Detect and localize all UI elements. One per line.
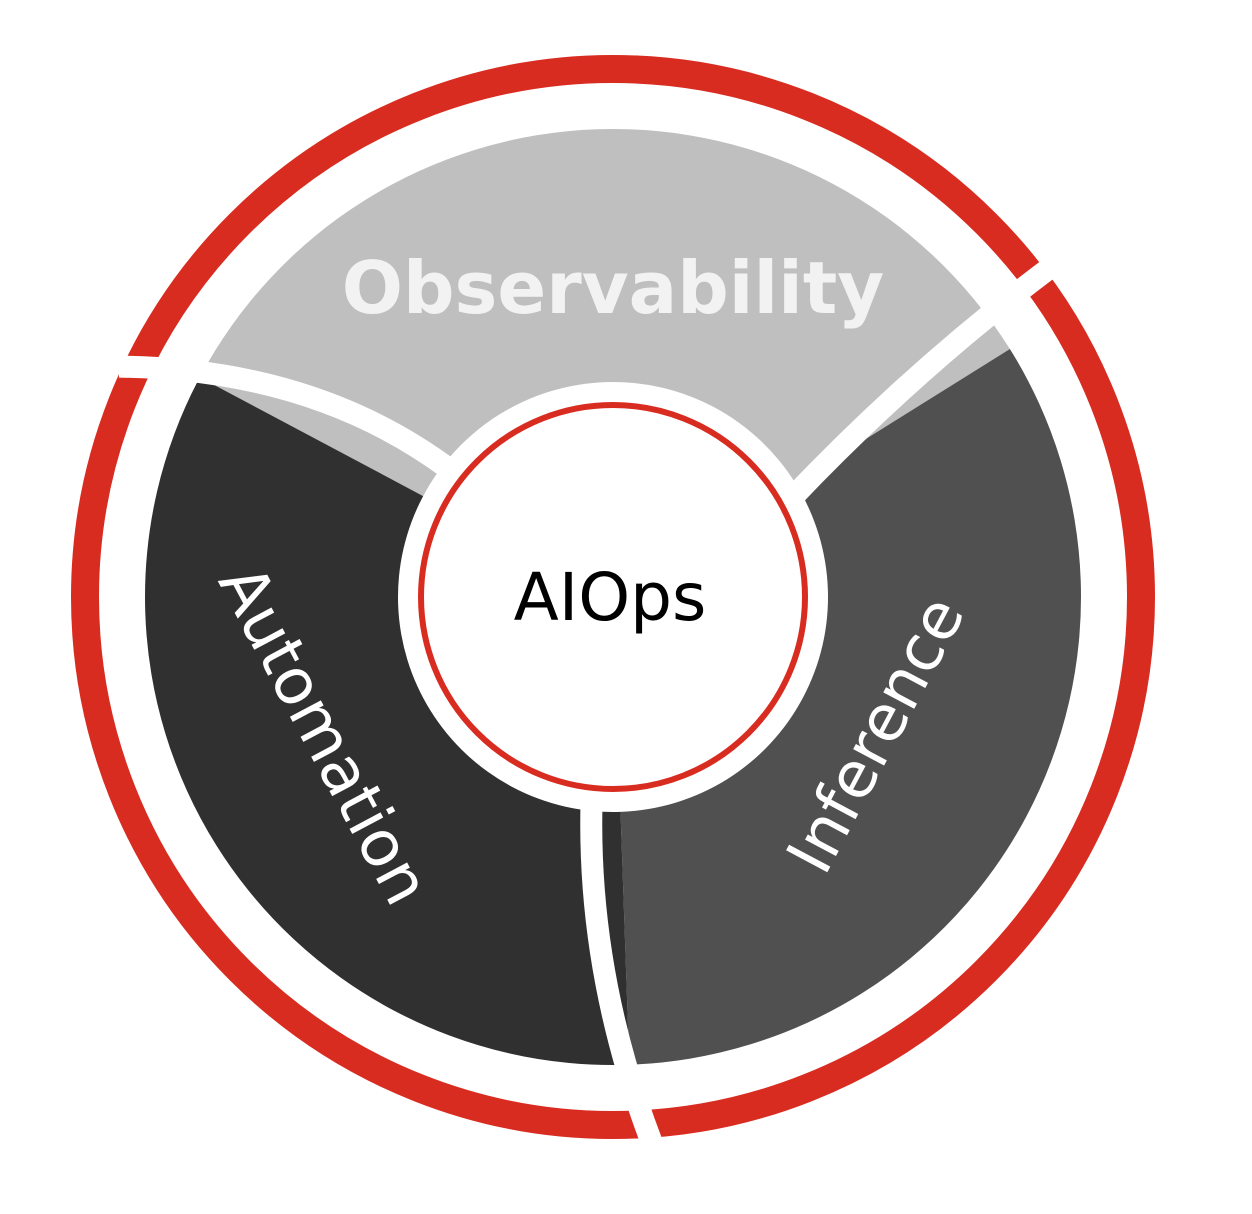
outer-red-ring <box>71 55 1155 1139</box>
segment-observability <box>199 129 1010 497</box>
segment-label-observability: Observability <box>342 246 884 330</box>
segments <box>144 129 1082 1066</box>
segment-automation <box>144 377 630 1066</box>
segment-gaps <box>112 96 1114 1145</box>
ring-separator <box>112 96 1114 1098</box>
red-ring-arc <box>71 55 1155 1139</box>
center-label: AIOps <box>514 559 707 636</box>
segment-inference <box>620 348 1082 1065</box>
center-hub <box>418 402 808 792</box>
